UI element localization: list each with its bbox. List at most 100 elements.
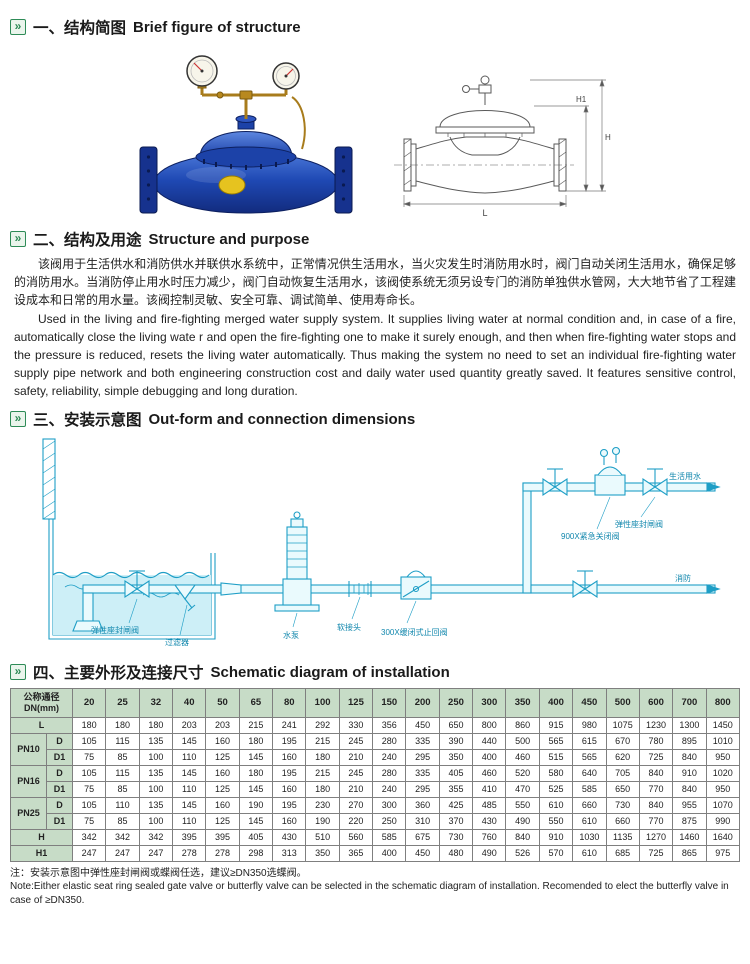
dim-value-cell: 950: [705, 748, 741, 766]
dim-value-cell: 1270: [638, 828, 674, 846]
dim-value-cell: 160: [272, 812, 307, 830]
dim-value-cell: 180: [105, 716, 140, 734]
dim-value-cell: 278: [205, 844, 240, 862]
dim-value-cell: 675: [405, 828, 440, 846]
dim-value-cell: 160: [272, 780, 307, 798]
dim-value-cell: 350: [305, 844, 340, 862]
dn-header-cell: 40: [172, 688, 207, 718]
dim-value-cell: 610: [572, 844, 607, 862]
dim-value-cell: 330: [338, 716, 374, 734]
dim-value-cell: 660: [572, 796, 607, 814]
dim-value-cell: 160: [272, 748, 307, 766]
purpose-paragraph-zh: 该阀用于生活供水和消防供水并联供水系统中，正常情况供生活用水，当火灾发生时消防用…: [14, 257, 736, 307]
dim-value-cell: 195: [272, 732, 307, 750]
dn-header-cell: 500: [605, 688, 640, 718]
dim-value-cell: 295: [405, 748, 440, 766]
dim-value-cell: 895: [672, 732, 707, 750]
dim-value-cell: 725: [638, 748, 674, 766]
dim-value-cell: 247: [72, 844, 107, 862]
dim-value-cell: 840: [505, 828, 540, 846]
dim-value-cell: 860: [505, 716, 540, 734]
valve-photo-figure: [139, 55, 352, 214]
dim-value-cell: 115: [105, 732, 140, 750]
dim-value-cell: 470: [505, 780, 540, 798]
dim-value-cell: 240: [372, 748, 407, 766]
gate-valve-icon: [124, 570, 150, 599]
gate-valve-icon: [542, 468, 568, 497]
dim-value-cell: 550: [505, 796, 540, 814]
dim-value-cell: 515: [538, 748, 574, 766]
dim-value-cell: 1640: [705, 828, 741, 846]
dim-value-cell: 620: [605, 748, 640, 766]
dim-value-cell: 1020: [705, 764, 741, 782]
diagram-label-flexible-joint: 软接头: [337, 622, 361, 632]
dn-header-cell: 20: [72, 688, 107, 718]
pump-icon: [274, 511, 320, 612]
label-leaders: [128, 496, 656, 636]
dim-value-cell: 520: [505, 764, 540, 782]
dim-value-cell: 278: [172, 844, 207, 862]
dim-value-cell: 800: [472, 716, 507, 734]
dim-value-cell: 570: [538, 844, 574, 862]
dim-value-cell: 430: [472, 812, 507, 830]
diagram-label-living-water: 生活用水: [669, 471, 701, 481]
dim-value-cell: 780: [638, 732, 674, 750]
dn-header-cell: 100: [305, 688, 340, 718]
dim-value-cell: 210: [338, 748, 374, 766]
dim-value-cell: 840: [638, 796, 674, 814]
flexible-joint-icon: [348, 581, 372, 597]
flow-arrow: [706, 482, 721, 492]
dim-value-cell: 105: [72, 796, 107, 814]
row-param-label: H: [9, 828, 74, 846]
dn-header-cell: 150: [372, 688, 407, 718]
dim-value-cell: 450: [405, 716, 440, 734]
dim-value-cell: 280: [372, 764, 407, 782]
dn-header-cell: 32: [138, 688, 174, 718]
dim-value-cell: 85: [105, 748, 140, 766]
dim-value-cell: 1230: [638, 716, 674, 734]
dim-value-cell: 485: [472, 796, 507, 814]
dim-value-cell: 215: [305, 764, 340, 782]
dim-value-cell: 110: [172, 748, 207, 766]
section-bullet-icon: »: [10, 664, 26, 680]
dim-value-cell: 565: [572, 748, 607, 766]
diagram-label-fire: 消防: [675, 573, 691, 583]
dim-value-cell: 240: [372, 780, 407, 798]
foot-strainer: [72, 620, 104, 632]
section-title-en: Schematic diagram of installation: [210, 663, 450, 681]
diagram-label-pump: 水泵: [283, 630, 299, 640]
dim-value-cell: 105: [72, 764, 107, 782]
dim-value-cell: 585: [372, 828, 407, 846]
dim-value-cell: 300: [372, 796, 407, 814]
water-tank: [42, 438, 216, 640]
dim-value-cell: 560: [338, 828, 374, 846]
dim-value-cell: 650: [605, 780, 640, 798]
row-param-label: D1: [45, 812, 74, 830]
dim-value-cell: 160: [205, 732, 240, 750]
pressure-gauge-icon: [185, 55, 218, 87]
dim-value-cell: 1135: [605, 828, 640, 846]
dim-value-cell: 450: [405, 844, 440, 862]
dim-value-cell: 190: [305, 812, 340, 830]
dim-value-cell: 270: [338, 796, 374, 814]
diagram-label-gate-valve-bottom: 弹性座封闸阀: [91, 625, 139, 635]
dim-value-cell: 565: [538, 732, 574, 750]
dim-value-cell: 342: [72, 828, 107, 846]
section-heading-dimensions: » 四、主要外形及连接尺寸 Schematic diagram of insta…: [10, 661, 740, 683]
dim-value-cell: 405: [238, 828, 274, 846]
dim-value-cell: 550: [538, 812, 574, 830]
dim-value-cell: 640: [572, 764, 607, 782]
dim-value-cell: 440: [472, 732, 507, 750]
dn-header-cell: 80: [272, 688, 307, 718]
dim-value-cell: 460: [505, 748, 540, 766]
dim-value-cell: 298: [238, 844, 274, 862]
dim-value-cell: 1010: [705, 732, 741, 750]
